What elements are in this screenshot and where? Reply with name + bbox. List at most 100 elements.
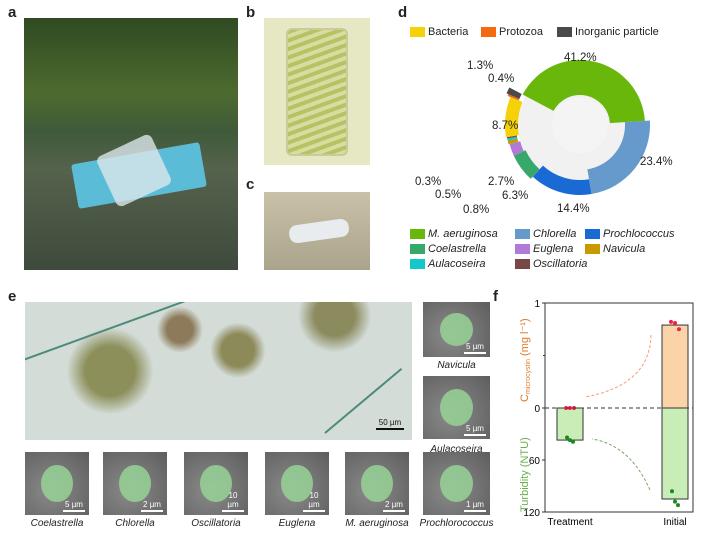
sem-image: 10 µm: [184, 452, 248, 515]
pct-label: 23.4%: [640, 156, 673, 168]
scale-bar: 5 µm: [464, 424, 486, 436]
underwater-device-photo: [264, 192, 370, 270]
legend-label: M. aeruginosa: [428, 228, 498, 240]
legend-inorganic-particle: Inorganic particle: [557, 26, 659, 38]
y-tick-label: 1: [534, 299, 540, 310]
microcystin-point: [673, 320, 677, 325]
turbidity-point: [568, 438, 572, 443]
pie-hole: [552, 97, 608, 153]
legend-prochlococcus: Prochlococcus: [585, 228, 675, 240]
pct-label: 2.7%: [488, 176, 515, 188]
scale-bar: 10 µm: [222, 491, 244, 512]
species-caption: Aulacoseira: [430, 444, 483, 455]
legend-swatch: [585, 229, 600, 239]
legend-label: Euglena: [533, 243, 574, 255]
cell: [41, 464, 73, 503]
pie-slice-protozoa: [507, 94, 520, 101]
y-tick-label: 0: [534, 404, 540, 415]
panel-label-b: b: [246, 4, 256, 21]
pct-label: 0.4%: [488, 73, 515, 85]
cell: [281, 464, 313, 503]
legend-label: Aulacoseira: [428, 258, 486, 270]
legend-swatch: [515, 244, 530, 254]
microscopy-image: 50 µm: [25, 302, 412, 440]
turbidity-point: [571, 439, 575, 444]
panel-label-a: a: [8, 4, 17, 21]
legend-label: Inorganic particle: [575, 26, 659, 38]
pie-slice-euglena: [509, 141, 524, 156]
legend-m-aeruginosa: M. aeruginosa: [410, 228, 498, 240]
arrow-turbidity: [591, 438, 651, 491]
culture-chamber-photo: [264, 18, 370, 165]
pie-slice-oscillatoria: [506, 135, 518, 139]
composition-rose-chart: [505, 59, 650, 195]
species-caption: Coelastrella: [30, 518, 84, 529]
cell: [119, 464, 151, 503]
sem-image: 2 µm: [345, 452, 409, 515]
pct-label: 14.4%: [557, 203, 590, 215]
pie-slice-prochlorococcus: [532, 165, 592, 195]
legend-protozoa: Protozoa: [481, 26, 543, 38]
legend-swatch: [515, 259, 530, 269]
species-caption: M. aeruginosa: [345, 518, 409, 529]
x-tick-label: Initial: [663, 517, 686, 528]
scale-bar: 2 µm: [141, 500, 163, 512]
sem-image: 10 µm: [265, 452, 329, 515]
legend-swatch: [481, 27, 496, 37]
panel-label-f: f: [493, 288, 498, 305]
device-in-pond-photo: [24, 18, 238, 270]
legend-euglena: Euglena: [515, 243, 573, 255]
arrow-microcystin: [584, 334, 652, 398]
pie-slice-navicula: [507, 138, 519, 145]
y-tick-label: 120: [523, 508, 540, 519]
turbidity-point: [673, 499, 677, 504]
legend-coelastrella: Coelastrella: [410, 243, 486, 255]
legend-swatch: [410, 259, 425, 269]
pct-label: 41.2%: [564, 52, 597, 64]
legend-swatch: [410, 244, 425, 254]
cell: [439, 388, 474, 427]
pct-label: 6.3%: [502, 190, 529, 202]
pie-slice-m-aeruginosa: [522, 59, 645, 124]
sem-image: 5 µm: [25, 452, 89, 515]
cell: [361, 464, 393, 503]
sem-image: 2 µm: [103, 452, 167, 515]
pie-slice-coelastrella: [513, 150, 540, 179]
legend-swatch: [410, 27, 425, 37]
scale-bar: 5 µm: [464, 342, 486, 354]
legend-label: Bacteria: [428, 26, 469, 38]
legend-chlorella: Chlorella: [515, 228, 576, 240]
legend-label: Chlorella: [533, 228, 577, 240]
cell: [439, 464, 474, 503]
species-caption: Euglena: [278, 518, 316, 529]
turbidity-bar: [661, 407, 689, 500]
turbidity-point: [670, 489, 674, 494]
legend-bacteria: Bacteria: [410, 26, 468, 38]
legend-swatch: [515, 229, 530, 239]
cell: [439, 313, 474, 346]
panel-label-c: c: [246, 176, 255, 193]
sem-image: 5 µm: [423, 302, 490, 357]
scale-bar: 2 µm: [383, 500, 405, 512]
legend-aulacoseira: Aulacoseira: [410, 258, 485, 270]
species-caption: Prochlorococcus: [419, 518, 494, 529]
pie-slice-aulacoseira: [507, 136, 518, 141]
pie-slice-chlorella: [587, 120, 650, 195]
legend-label: Navicula: [603, 243, 646, 255]
sem-image: 5 µm: [423, 376, 490, 439]
species-caption: Chlorella: [115, 518, 155, 529]
y-axis-label-turbidity: Turbidity (NTU): [519, 437, 531, 512]
legend-swatch: [585, 244, 600, 254]
legend-label: Protozoa: [499, 26, 544, 38]
microcystin-point: [677, 327, 681, 332]
legend-label: Prochlococcus: [603, 228, 675, 240]
legend-oscillatoria: Oscillatoria: [515, 258, 587, 270]
legend-swatch: [557, 27, 572, 37]
legend-label: Oscillatoria: [533, 258, 588, 270]
panel-label-e: e: [8, 288, 17, 305]
legend-swatch: [410, 229, 425, 239]
microcystin-point: [669, 319, 673, 324]
scale-bar: 5 µm: [63, 500, 85, 512]
pie-slice-inorganic-particle: [506, 87, 522, 99]
